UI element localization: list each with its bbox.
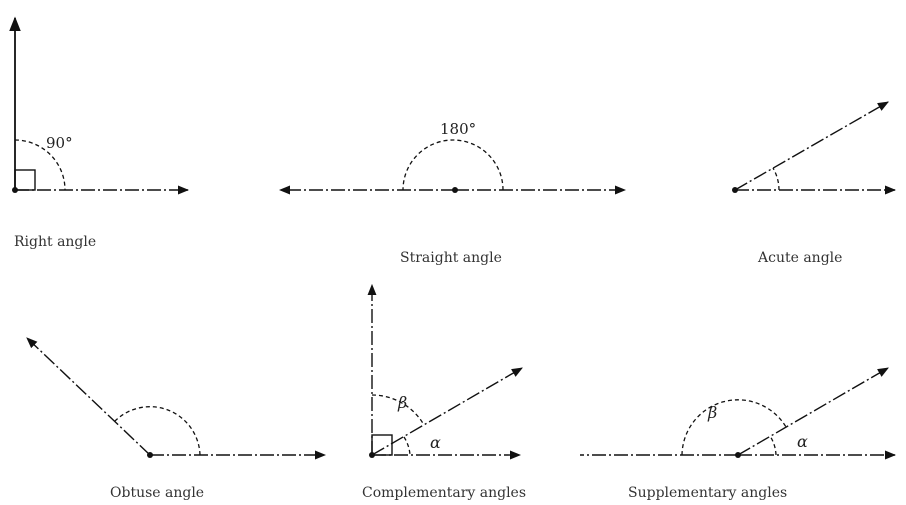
alpha-arc <box>769 435 777 456</box>
caption-supplementary-angles: Supplementary angles <box>628 485 787 501</box>
panel-supplementary-angles: β α Supplementary angles <box>580 367 897 501</box>
vertex-dot <box>147 452 153 458</box>
angle-label-180: 180° <box>440 120 476 138</box>
angle-arc <box>772 167 780 191</box>
caption-straight-angle: Straight angle <box>400 250 502 266</box>
vertex-dot <box>735 452 741 458</box>
beta-arc <box>371 394 425 426</box>
angle-label-alpha: α <box>430 433 441 452</box>
right-angle-marker <box>371 434 393 456</box>
angle-label-beta: β <box>707 403 717 422</box>
panel-straight-angle: 180° Straight angle <box>278 120 627 266</box>
angle-arc <box>114 406 201 456</box>
vertex-dot <box>12 187 18 193</box>
vertex-dot <box>732 187 738 193</box>
angle-label-90: 90° <box>46 134 73 152</box>
panel-complementary-angles: β α Complementary angles <box>362 283 526 501</box>
caption-acute-angle: Acute angle <box>757 250 842 266</box>
beta-arc <box>681 399 787 456</box>
slanted-ray <box>371 367 523 456</box>
slanted-ray <box>26 337 151 456</box>
slanted-ray <box>734 101 889 191</box>
alpha-arc <box>403 436 411 456</box>
right-angle-marker <box>14 169 36 191</box>
vertex-dot <box>369 452 375 458</box>
caption-complementary-angles: Complementary angles <box>362 485 526 501</box>
slanted-ray <box>737 367 889 456</box>
panel-acute-angle: Acute angle <box>732 101 897 266</box>
angle-label-beta: β <box>397 393 407 412</box>
angle-arc <box>14 139 66 191</box>
panel-right-angle: 90° Right angle <box>9 16 190 250</box>
panel-obtuse-angle: Obtuse angle <box>26 337 327 501</box>
caption-right-angle: Right angle <box>14 234 96 250</box>
angle-arc <box>402 139 504 191</box>
vertex-dot <box>452 187 458 193</box>
caption-obtuse-angle: Obtuse angle <box>110 485 204 501</box>
angle-label-alpha: α <box>797 432 808 451</box>
